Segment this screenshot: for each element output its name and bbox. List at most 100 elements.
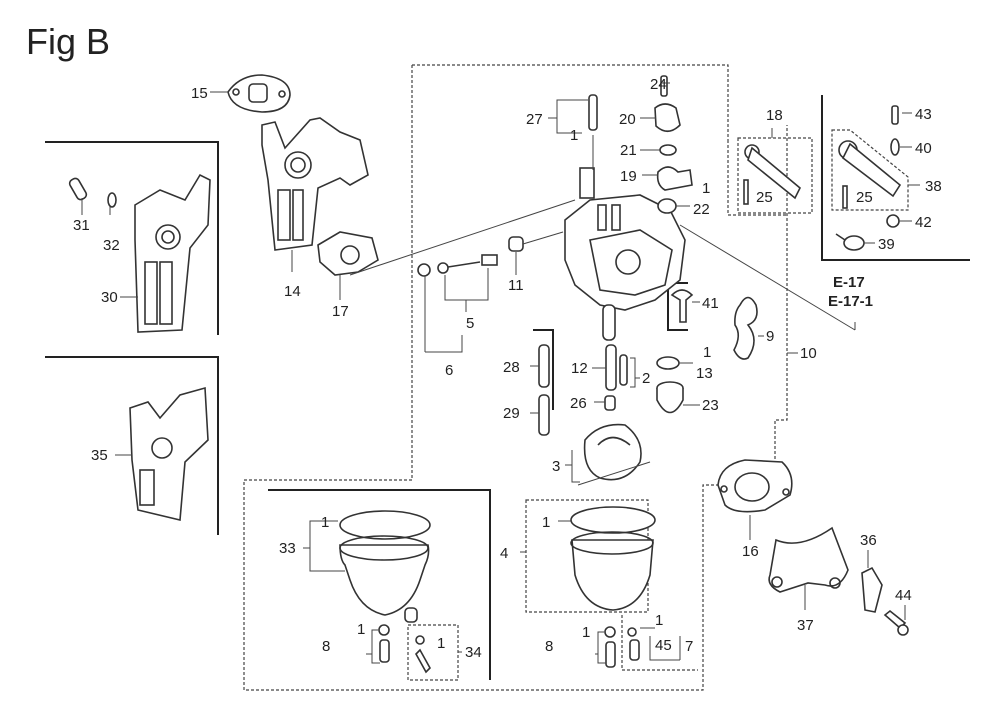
part-gasket-16[interactable]: [717, 459, 793, 513]
part-jet-26[interactable]: [604, 395, 616, 411]
box-lever-38: [831, 129, 909, 211]
label-31: 31: [73, 217, 90, 234]
label-6: 6: [445, 362, 453, 379]
label-2: 2: [642, 370, 650, 387]
box-lever-18-outer: [727, 140, 787, 216]
box-bowl-33: [268, 489, 491, 680]
label-45: 45: [655, 637, 672, 654]
box-insulator-30: [45, 141, 219, 335]
label-9: 9: [766, 328, 774, 345]
label-16: 16: [742, 543, 759, 560]
box-drain-34: [407, 624, 459, 681]
label-40: 40: [915, 140, 932, 157]
part-plate-37[interactable]: [768, 526, 849, 593]
label-42: 42: [915, 214, 932, 231]
part-valve-9[interactable]: [733, 296, 758, 360]
figure-title: Fig B: [26, 21, 110, 62]
part-nut-40[interactable]: [890, 138, 900, 156]
label-17: 17: [332, 303, 349, 320]
label-26: 26: [570, 395, 587, 412]
label-34: 34: [465, 644, 482, 661]
part-gasket-15[interactable]: [227, 74, 291, 113]
label-14: 14: [284, 283, 301, 300]
part-washer-21[interactable]: [659, 144, 677, 156]
part-drain-screw-34[interactable]: [415, 635, 431, 674]
part-bolt-8a[interactable]: [378, 624, 390, 663]
label-12: 12: [571, 360, 588, 377]
part-bolt-8b[interactable]: [604, 626, 616, 668]
label-21: 21: [620, 142, 637, 159]
part-screw-41[interactable]: [670, 289, 694, 323]
box-lever-18: [737, 137, 813, 214]
label-15: 15: [191, 85, 208, 102]
part-bowl-33[interactable]: [339, 510, 431, 623]
part-clip-36[interactable]: [861, 566, 883, 613]
label-1-8a: 1: [357, 621, 365, 638]
part-jet-28[interactable]: [538, 344, 550, 388]
part-carburetor-body[interactable]: [564, 167, 686, 341]
part-seal-22[interactable]: [657, 198, 677, 214]
part-pin-31[interactable]: [68, 177, 88, 201]
part-screw-11[interactable]: [508, 236, 524, 252]
part-oring-13[interactable]: [656, 356, 680, 370]
label-28: 28: [503, 359, 520, 376]
part-float-3[interactable]: [583, 423, 642, 481]
label-8a: 8: [322, 638, 330, 655]
label-18: 18: [766, 107, 783, 124]
label-43: 43: [915, 106, 932, 123]
part-jet-2[interactable]: [619, 354, 628, 386]
label-1-top: 1: [570, 127, 578, 144]
label-32: 32: [103, 237, 120, 254]
part-screw-24[interactable]: [660, 75, 668, 97]
part-lever-38[interactable]: [838, 140, 902, 209]
label-19: 19: [620, 168, 637, 185]
part-screw-43[interactable]: [891, 105, 899, 125]
label-10: 10: [800, 345, 817, 362]
label-44: 44: [895, 587, 912, 604]
part-bolt-44[interactable]: [883, 609, 909, 636]
label-23: 23: [702, 397, 719, 414]
part-tube-12[interactable]: [605, 344, 617, 391]
label-35: 35: [91, 447, 108, 464]
label-20: 20: [619, 111, 636, 128]
label-25a: 25: [756, 189, 773, 206]
part-spring-39[interactable]: [835, 233, 865, 251]
ref-e17: E-17: [833, 274, 865, 291]
part-insulator-30[interactable]: [134, 173, 211, 333]
leader-lines: [81, 82, 920, 664]
label-5: 5: [466, 315, 474, 332]
part-insulator-14[interactable]: [261, 117, 369, 251]
label-1-oring: 1: [703, 344, 711, 361]
part-float-23[interactable]: [656, 381, 684, 414]
part-jet-29[interactable]: [538, 394, 550, 436]
label-41: 41: [702, 295, 719, 312]
part-spring-32[interactable]: [107, 192, 117, 208]
label-37: 37: [797, 617, 814, 634]
label-36: 36: [860, 532, 877, 549]
label-1-bowl4: 1: [542, 514, 550, 531]
label-24: 24: [650, 76, 667, 93]
label-30: 30: [101, 289, 118, 306]
part-cap-20[interactable]: [654, 103, 681, 133]
label-1-8b: 1: [582, 624, 590, 641]
part-screw-27[interactable]: [588, 94, 598, 131]
part-gasket-17[interactable]: [317, 231, 379, 276]
part-lever-18[interactable]: [743, 144, 801, 205]
label-11: 11: [508, 277, 524, 294]
part-screw-5[interactable]: [417, 254, 498, 277]
label-39: 39: [878, 236, 895, 253]
label-1-7: 1: [655, 612, 663, 629]
part-drain-screw-45[interactable]: [627, 627, 640, 661]
part-labels: 15 14 17 31 32 30 35 24 27 1 20 21 19 1 …: [73, 76, 942, 661]
part-nozzle-19[interactable]: [656, 166, 693, 191]
label-38: 38: [925, 178, 942, 195]
part-insulator-35[interactable]: [129, 386, 209, 521]
label-25b: 25: [856, 189, 873, 206]
part-bowl-4[interactable]: [570, 506, 656, 611]
label-1-34: 1: [437, 635, 445, 652]
label-8b: 8: [545, 638, 553, 655]
box-jets-28-29: [533, 329, 554, 410]
part-nut-42[interactable]: [886, 214, 900, 228]
